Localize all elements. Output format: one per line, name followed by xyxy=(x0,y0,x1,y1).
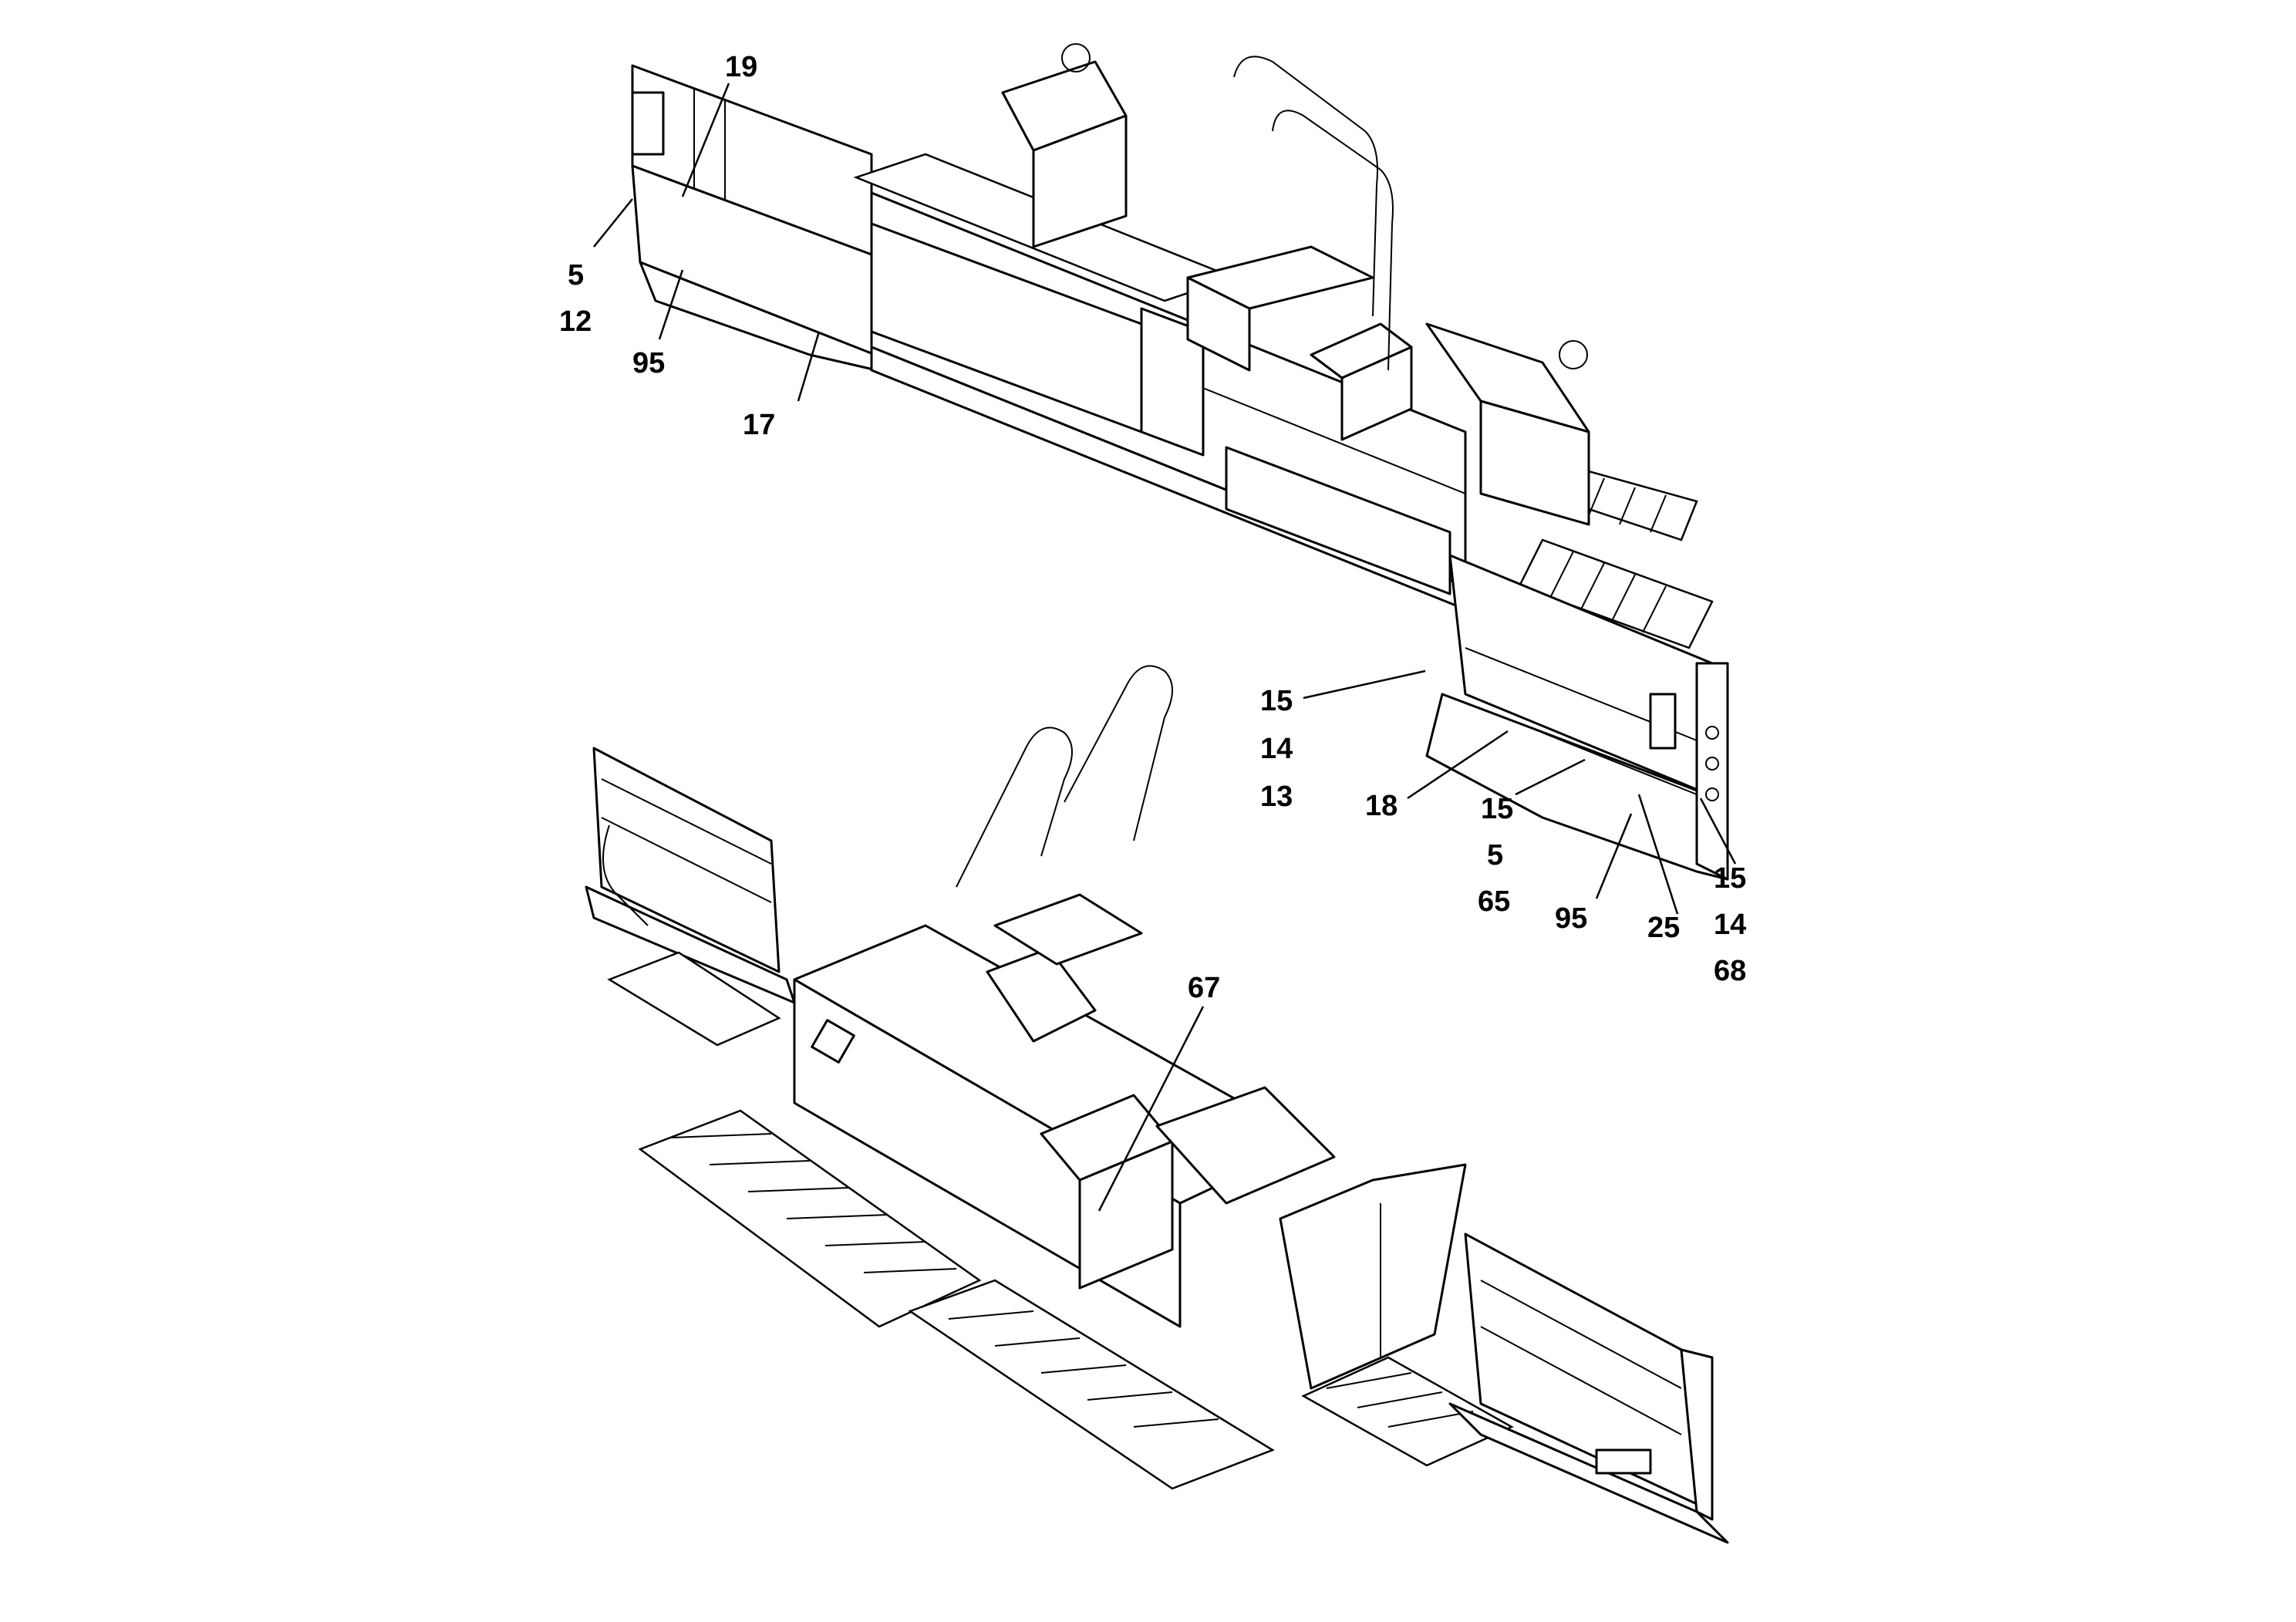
callout-95-b: 95 xyxy=(1555,902,1588,935)
leader-95-right xyxy=(1595,813,1633,899)
callout-14-b: 14 xyxy=(1714,909,1747,941)
top-screed-assembly xyxy=(631,43,1729,881)
leader-19 xyxy=(681,83,730,197)
leader-67 xyxy=(1097,1006,1205,1212)
leader-5-top xyxy=(593,198,633,248)
callout-12: 12 xyxy=(559,305,592,338)
callout-13: 13 xyxy=(1260,781,1293,813)
leader-lines xyxy=(593,83,1737,1212)
callout-15-a: 15 xyxy=(1260,685,1293,717)
leader-15-mid xyxy=(1515,758,1586,796)
leader-25 xyxy=(1637,794,1679,915)
callout-67: 67 xyxy=(1188,972,1221,1004)
leader-17 xyxy=(797,331,821,402)
callout-15-c: 15 xyxy=(1714,862,1747,895)
callout-18: 18 xyxy=(1365,790,1398,822)
leader-15-right xyxy=(1699,798,1737,865)
callout-15-b: 15 xyxy=(1481,793,1514,825)
bottom-screed-assembly xyxy=(585,665,1729,1544)
callout-17: 17 xyxy=(743,409,776,441)
callout-95: 95 xyxy=(632,347,666,379)
callout-5-b: 5 xyxy=(1487,839,1504,872)
callout-5: 5 xyxy=(568,259,585,292)
leader-18 xyxy=(1407,730,1509,800)
callout-68: 68 xyxy=(1714,955,1747,987)
leader-15-left xyxy=(1303,669,1426,700)
leader-95-top xyxy=(658,269,684,340)
callout-19: 19 xyxy=(725,51,758,83)
callout-65: 65 xyxy=(1478,885,1511,918)
callout-25: 25 xyxy=(1647,912,1681,944)
callout-14-a: 14 xyxy=(1260,733,1293,765)
grate-slats-bottom-left xyxy=(670,1133,1219,1428)
